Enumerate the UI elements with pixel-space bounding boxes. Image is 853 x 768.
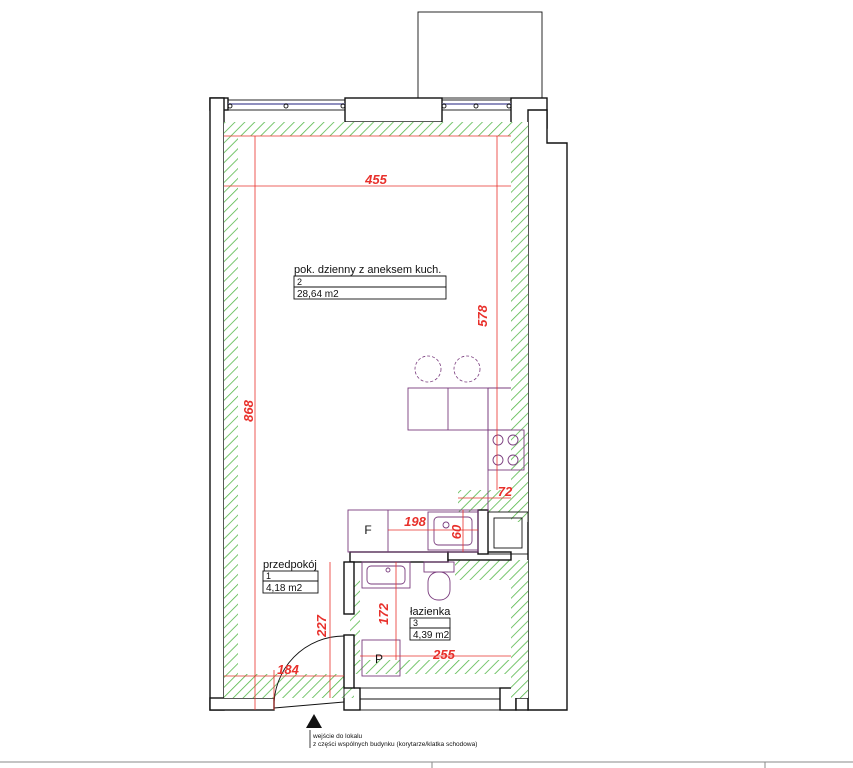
balcony: [417, 11, 543, 99]
dim-kitchen-counter: 72: [498, 484, 513, 499]
room-number: 2: [297, 277, 302, 287]
dim-bath-depth: 172: [376, 602, 391, 624]
room-name: łazienka: [410, 606, 451, 618]
room-area: 4,39 m2: [413, 630, 450, 641]
kitchen-furniture: [347, 355, 525, 553]
bathroom-fixtures: [361, 561, 455, 677]
title-block-border: [0, 761, 853, 768]
room-name: przedpokój: [263, 559, 317, 571]
dim-hall-width: 184: [277, 662, 299, 677]
entrance-note-line2: z części wspólnych budynku (korytarze/kl…: [313, 741, 477, 748]
room-number: 1: [266, 571, 271, 581]
window-right: [441, 99, 512, 111]
basin-drain-icon: [385, 567, 391, 573]
room-number: 3: [413, 618, 418, 628]
room-label-hall: przedpokój 1 4,18 m2: [262, 559, 319, 594]
dimension-lines: [224, 135, 511, 710]
dim-kitchen-run: 198: [404, 514, 426, 529]
room-area: 28,64 m2: [297, 289, 339, 300]
washer-label: P: [375, 652, 383, 666]
sink-drain-icon: [442, 521, 450, 529]
entrance-note-line1: wejście do lokalu: [312, 733, 363, 740]
room-area: 4,18 m2: [266, 583, 303, 594]
dim-sink-depth: 60: [449, 524, 464, 539]
dim-hall-depth: 227: [314, 614, 329, 637]
dim-room-width: 455: [364, 172, 387, 187]
dim-total-depth: 868: [241, 399, 256, 421]
dim-room-depth: 578: [475, 304, 490, 326]
interior-walls: [343, 509, 529, 689]
fridge-label: F: [364, 523, 371, 537]
window-left: [227, 99, 346, 111]
room-label-living: pok. dzienny z aneksem kuch. 2 28,64 m2: [293, 264, 447, 300]
hatched-bands: [224, 122, 528, 698]
room-name: pok. dzienny z aneksem kuch.: [294, 264, 441, 276]
dim-bath-width: 255: [432, 647, 455, 662]
room-label-bath: łazienka 3 4,39 m2: [409, 606, 451, 641]
entrance-arrow-icon: [306, 714, 322, 728]
